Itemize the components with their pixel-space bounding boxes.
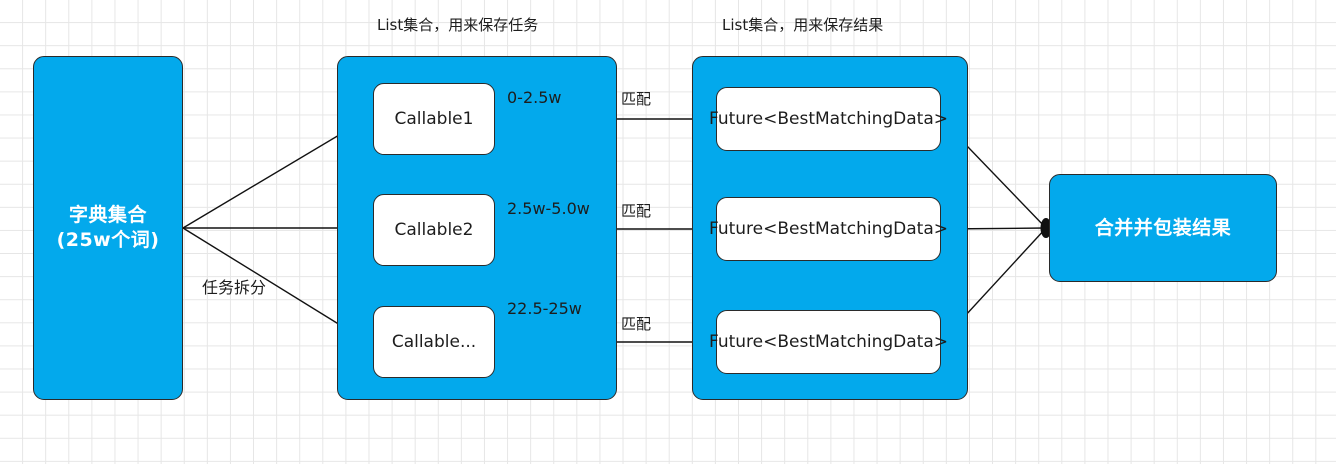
- task-node-callable-1[interactable]: Callable1: [373, 83, 495, 155]
- future-node-1[interactable]: Future<BestMatchingData>: [709, 87, 948, 151]
- task-node-label: Callable2: [394, 220, 474, 240]
- task-node-label: Callable1: [394, 109, 474, 129]
- future-node-label: Future<BestMatchingData>: [708, 109, 949, 129]
- future-node-label: Future<BestMatchingData>: [708, 219, 949, 239]
- source-node-dictionary-set[interactable]: 字典集合 (25w个词): [33, 56, 183, 400]
- task-range-label-1: 0-2.5w: [507, 88, 562, 107]
- future-node-3[interactable]: Future<BestMatchingData>: [709, 310, 948, 374]
- sink-node-label: 合并并包装结果: [1094, 216, 1232, 239]
- match-label-2: 匹配: [621, 202, 652, 220]
- match-label-1: 匹配: [621, 90, 652, 108]
- task-range-label-3: 22.5-25w: [507, 299, 582, 318]
- task-node-callable-3[interactable]: Callable...: [373, 306, 495, 378]
- match-label-3: 匹配: [621, 315, 652, 333]
- results-container-title: List集合，用来保存结果: [722, 16, 884, 34]
- task-node-callable-2[interactable]: Callable2: [373, 194, 495, 266]
- tasks-container-title: List集合，用来保存任务: [377, 16, 539, 34]
- task-node-label: Callable...: [391, 332, 477, 352]
- source-node-label: 字典集合 (25w个词): [56, 204, 160, 251]
- task-range-label-2: 2.5w-5.0w: [507, 199, 590, 218]
- split-label: 任务拆分: [202, 278, 267, 297]
- future-node-label: Future<BestMatchingData>: [708, 332, 949, 352]
- sink-node-merge-result[interactable]: 合并并包装结果: [1049, 174, 1277, 282]
- future-node-2[interactable]: Future<BestMatchingData>: [709, 197, 948, 261]
